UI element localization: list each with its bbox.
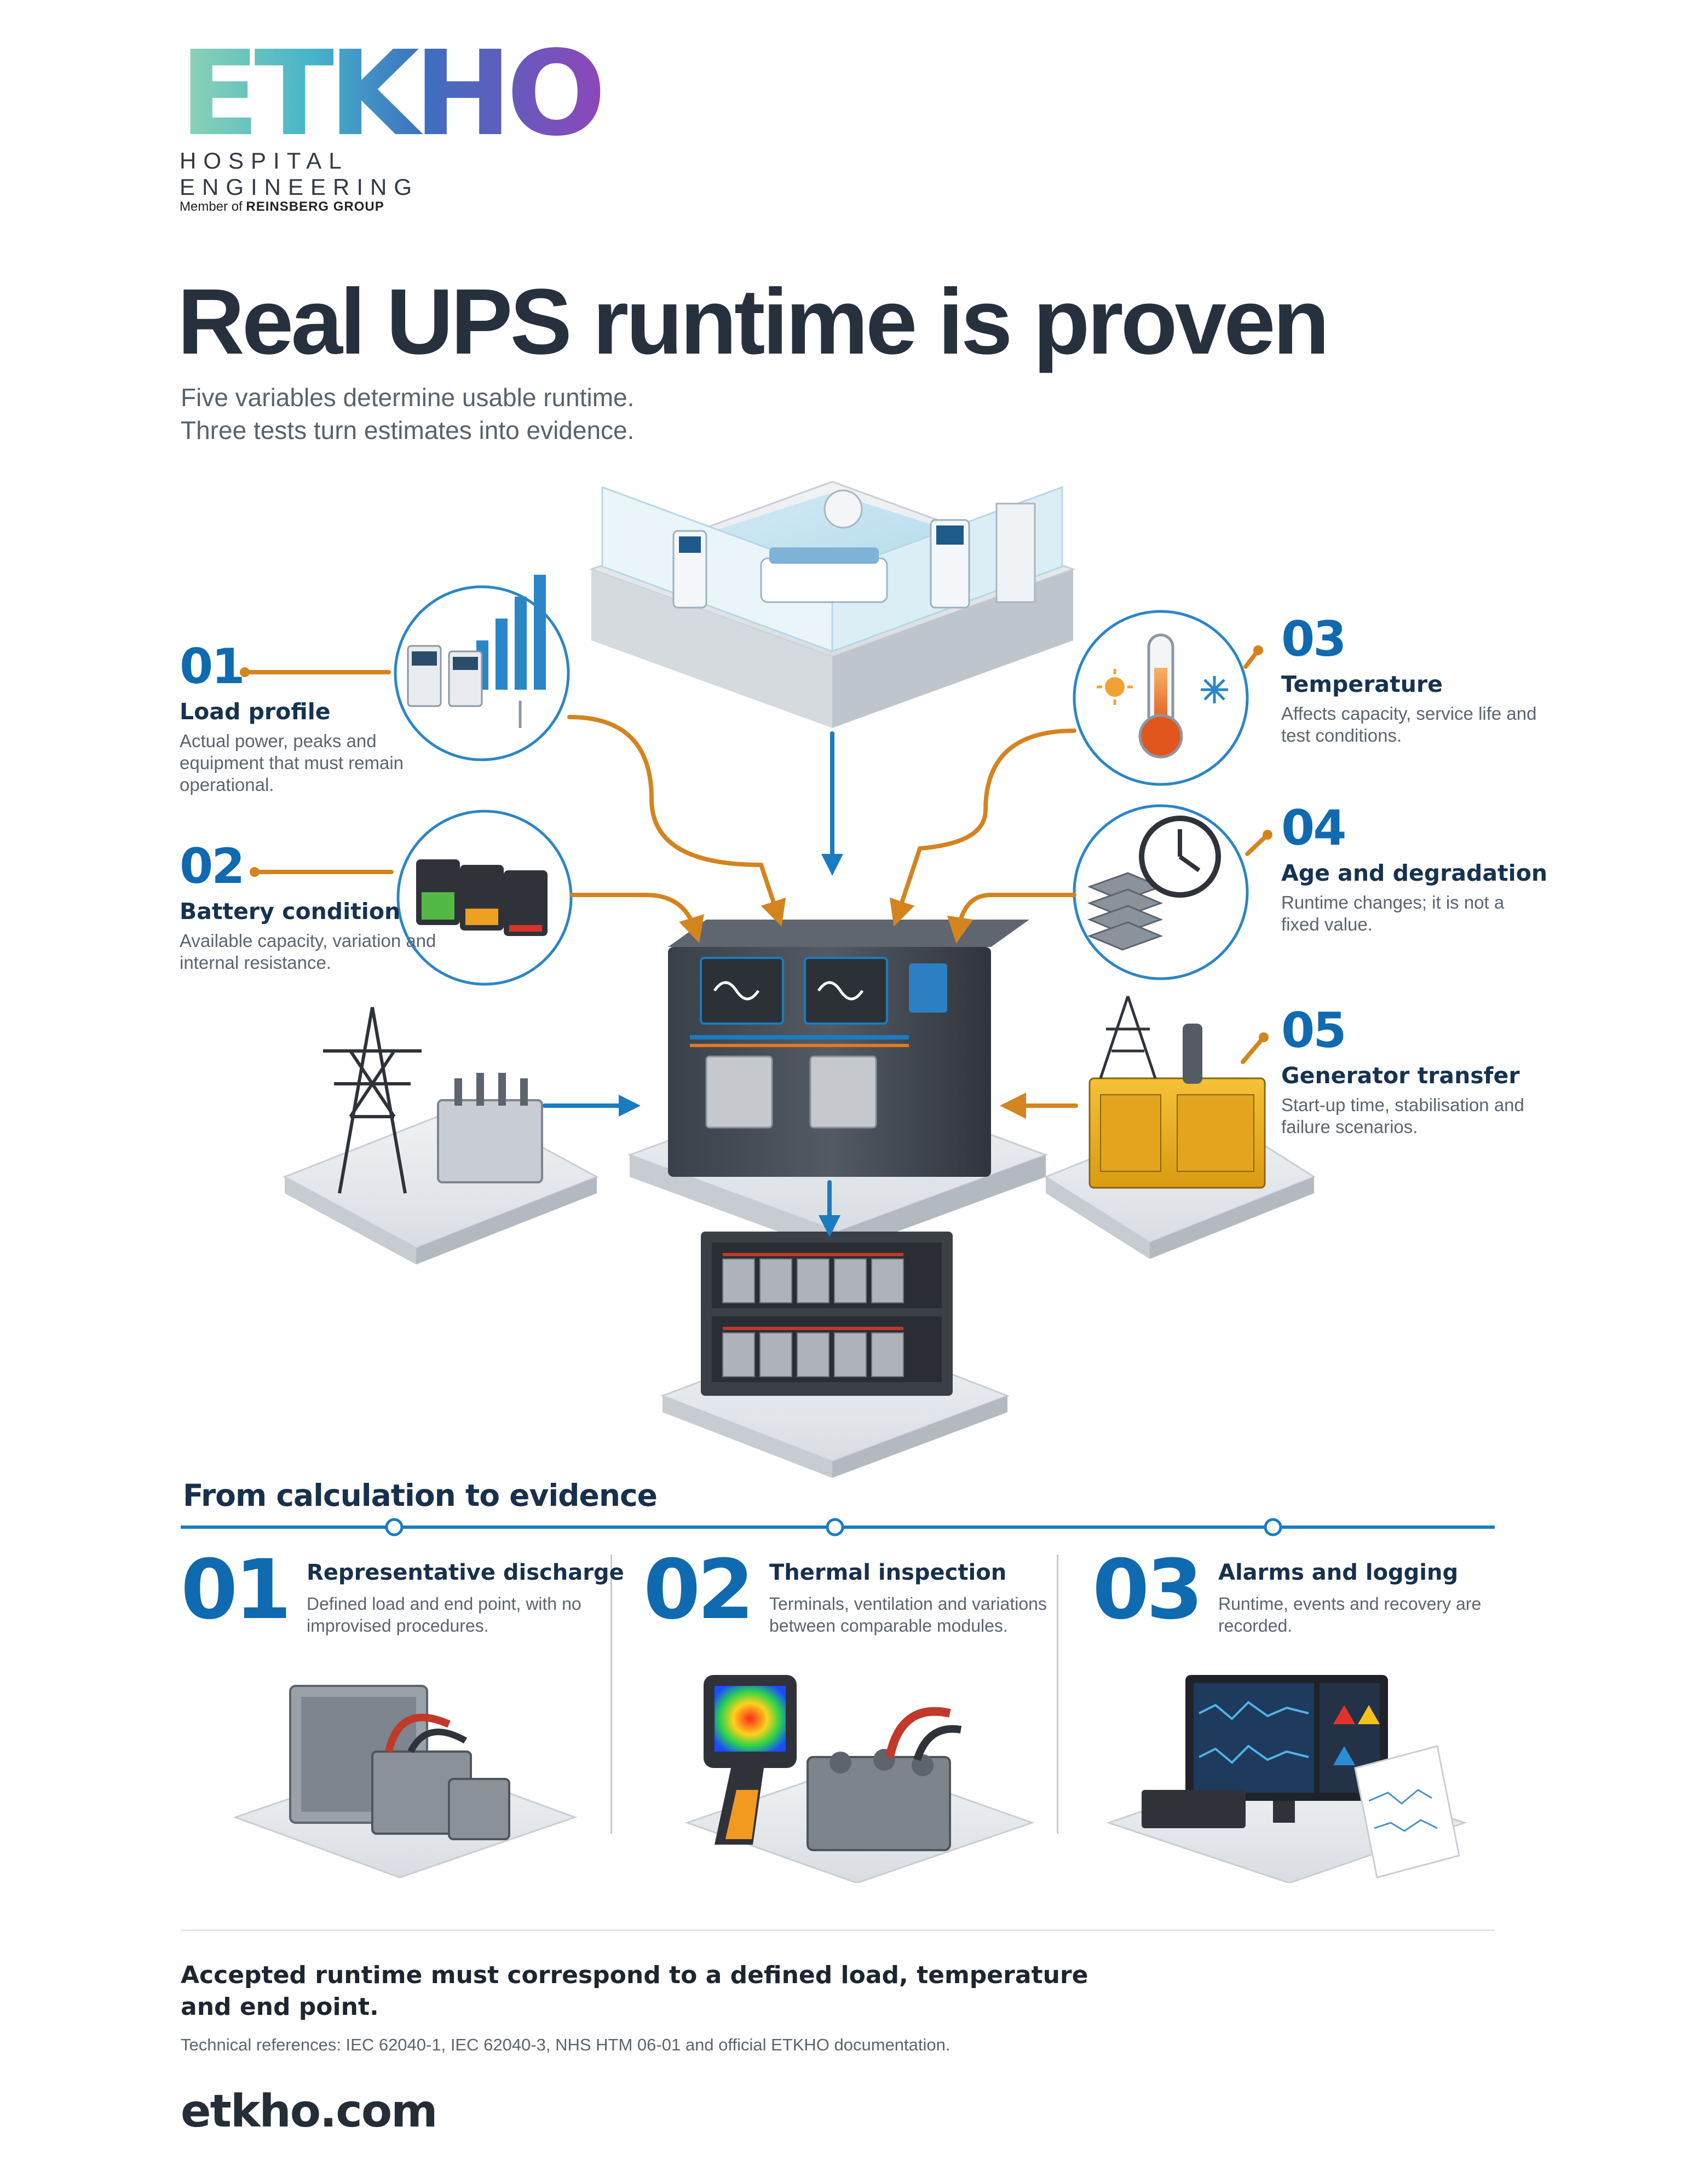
variable-05-number: 05 bbox=[1281, 1002, 1346, 1059]
generator-icon bbox=[1044, 996, 1316, 1259]
variable-03-title: Temperature bbox=[1281, 671, 1443, 697]
technical-references: Technical references: IEC 62040-1, IEC 6… bbox=[181, 2035, 951, 2054]
variable-05-title: Generator transfer bbox=[1281, 1062, 1520, 1089]
variable-05: 05 Generator transfer Start-up time, sta… bbox=[1281, 1004, 1539, 1138]
diagram-artwork bbox=[240, 481, 1316, 1478]
load-bank-battery-icon bbox=[233, 1685, 578, 1879]
logo-wordmark: ETKHO bbox=[180, 26, 606, 162]
evidence-step-03: 03 Alarms and logging Runtime, events an… bbox=[1092, 1549, 1536, 1888]
temperature-circle bbox=[1073, 610, 1249, 786]
evidence-step-01: 01 Representative discharge Defined load… bbox=[181, 1549, 624, 1888]
step-02-number: 02 bbox=[643, 1542, 754, 1638]
step-02-desc: Terminals, ventilation and variations be… bbox=[769, 1594, 1047, 1636]
variable-02: 02 Battery condition Available capacity,… bbox=[180, 840, 437, 974]
variable-02-desc: Available capacity, variation and intern… bbox=[180, 931, 436, 973]
variable-03-desc: Affects capacity, service life and test … bbox=[1281, 703, 1537, 746]
variable-02-number: 02 bbox=[180, 838, 245, 894]
variable-03: 03 Temperature Affects capacity, service… bbox=[1281, 613, 1539, 747]
step-01-desc: Defined load and end point, with no impr… bbox=[307, 1594, 581, 1636]
power-flow-arrows bbox=[543, 731, 843, 1237]
battery-rack-icon bbox=[660, 1232, 1010, 1478]
page-subtitle: Five variables determine usable runtime.… bbox=[181, 381, 634, 447]
monitoring-screen-icon bbox=[1106, 1675, 1467, 1883]
logo-subtitle: HOSPITAL ENGINEERING bbox=[180, 148, 419, 200]
step-03-number: 03 bbox=[1092, 1542, 1203, 1638]
subtitle-line-2: Three tests turn estimates into evidence… bbox=[181, 416, 635, 444]
variable-05-desc: Start-up time, stabilisation and failure… bbox=[1281, 1095, 1524, 1137]
ups-cabinet-icon bbox=[627, 920, 1049, 1253]
variable-01-desc: Actual power, peaks and equipment that m… bbox=[180, 731, 404, 795]
member-prefix: Member of bbox=[180, 199, 243, 214]
variable-03-number: 03 bbox=[1281, 611, 1346, 667]
battery-condition-circle bbox=[396, 810, 573, 986]
variable-01-number: 01 bbox=[180, 638, 245, 695]
power-grid-transformer-icon bbox=[283, 1007, 599, 1264]
hospital-room-icon bbox=[589, 481, 1076, 728]
load-profile-circle bbox=[394, 575, 570, 761]
subtitle-line-1: Five variables determine usable runtime. bbox=[181, 383, 635, 412]
variable-04-number: 04 bbox=[1281, 800, 1346, 856]
footer-divider bbox=[181, 1929, 1495, 1931]
etkho-logo: ETKHO HOSPITAL ENGINEERING Member of REI… bbox=[180, 36, 606, 220]
thermal-camera-icon bbox=[684, 1675, 1035, 1883]
step-01-title: Representative discharge bbox=[307, 1560, 624, 1585]
variable-02-title: Battery condition bbox=[180, 898, 401, 925]
step-01-number: 01 bbox=[181, 1542, 292, 1638]
variable-connectors bbox=[240, 645, 1272, 1119]
step-03-title: Alarms and logging bbox=[1218, 1560, 1459, 1585]
step-03-desc: Runtime, events and recovery are recorde… bbox=[1218, 1594, 1482, 1636]
member-group: REINSBERG GROUP bbox=[246, 199, 384, 214]
runtime-variables-diagram: 01 Load profile Actual power, peaks and … bbox=[0, 471, 1682, 1489]
variable-04-title: Age and degradation bbox=[1281, 860, 1548, 886]
key-statement: Accepted runtime must correspond to a de… bbox=[181, 1961, 1088, 2021]
website-link[interactable]: etkho.com bbox=[181, 2085, 438, 2137]
variable-04-desc: Runtime changes; it is not a fixed value… bbox=[1281, 892, 1505, 934]
variable-01: 01 Load profile Actual power, peaks and … bbox=[180, 640, 437, 796]
evidence-timeline bbox=[181, 1518, 1495, 1536]
variable-01-title: Load profile bbox=[180, 698, 331, 725]
age-degradation-circle bbox=[1073, 804, 1249, 980]
evidence-heading: From calculation to evidence bbox=[183, 1478, 658, 1513]
timeline-node-1 bbox=[385, 1518, 404, 1536]
timeline-node-2 bbox=[826, 1518, 844, 1536]
evidence-step-02: 02 Thermal inspection Terminals, ventila… bbox=[643, 1549, 1087, 1888]
step-divider-1 bbox=[610, 1555, 612, 1834]
logo-member-line: Member of REINSBERG GROUP bbox=[180, 199, 384, 215]
timeline-node-3 bbox=[1264, 1518, 1282, 1536]
page-title: Real UPS runtime is proven bbox=[177, 270, 1330, 374]
step-02-title: Thermal inspection bbox=[769, 1560, 1007, 1585]
step-divider-2 bbox=[1057, 1555, 1058, 1834]
variable-04: 04 Age and degradation Runtime changes; … bbox=[1281, 800, 1548, 935]
